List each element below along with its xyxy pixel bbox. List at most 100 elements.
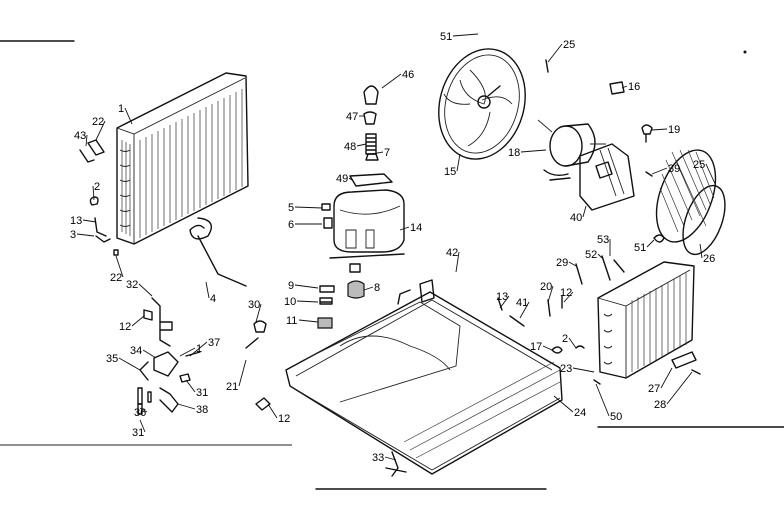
leader-line (238, 359, 247, 387)
leader-line (542, 345, 553, 351)
callout-number: 37 (208, 337, 220, 349)
callout-c27: 27 (648, 367, 673, 395)
callout-number: 46 (402, 69, 414, 81)
pan-hardware (245, 255, 701, 411)
callout-c37: 37 (189, 337, 220, 357)
callout-number: 8 (374, 282, 380, 294)
callout-number: 5 (288, 202, 294, 214)
leader-line (294, 284, 319, 289)
leader-line (621, 85, 628, 89)
callout-number: 35 (106, 353, 118, 365)
leader-line (185, 379, 196, 393)
callout-number: 25 (693, 159, 705, 171)
callout-c13a: 13 (70, 215, 97, 227)
leader-line (179, 347, 196, 357)
leader-line (267, 403, 278, 419)
blower-wheel (655, 149, 726, 256)
callout-number: 52 (585, 249, 597, 261)
callout-c21: 21 (226, 359, 247, 393)
evaporator-coil (597, 261, 695, 379)
callout-number: 18 (508, 147, 520, 159)
callout-number: 24 (574, 407, 586, 419)
leader-line (76, 233, 95, 237)
leader-line (547, 43, 563, 63)
callout-number: 42 (446, 247, 458, 259)
callout-number: 47 (346, 111, 358, 123)
leader-line (142, 349, 157, 359)
callout-number: 9 (288, 280, 294, 292)
callout-c31a: 31 (185, 379, 208, 399)
callout-number: 16 (628, 81, 640, 93)
callout-c50: 50 (595, 383, 622, 423)
callout-c40: 40 (570, 205, 587, 224)
callout-c10: 10 (284, 296, 319, 308)
compressor-and-mounts (317, 85, 405, 329)
callout-number: 38 (196, 404, 208, 416)
leader-line (298, 319, 319, 323)
callout-c49: 49 (336, 173, 353, 185)
leader-line (205, 281, 210, 299)
leader-line (348, 177, 353, 181)
leader-line (294, 206, 323, 209)
callout-c7: 7 (371, 147, 390, 159)
callout-number: 31 (132, 427, 144, 439)
leader-line (597, 253, 603, 259)
callout-c14: 14 (399, 222, 422, 234)
callout-number: 41 (516, 297, 528, 309)
leader-line (595, 383, 610, 417)
callout-c8: 8 (363, 282, 380, 294)
callout-c41: 41 (516, 297, 530, 319)
leader-line (705, 163, 717, 187)
callout-number: 2 (94, 181, 100, 193)
leader-line (95, 120, 106, 141)
leader-line (177, 403, 196, 410)
callout-c6: 6 (288, 219, 322, 231)
leader-line (92, 185, 95, 201)
callout-c34: 34 (130, 345, 157, 359)
callout-number: 50 (610, 411, 622, 423)
fan-motor-and-bracket (537, 59, 635, 211)
callout-c12b: 12 (560, 287, 574, 303)
callout-number: 36 (134, 407, 146, 419)
leader-line (138, 283, 153, 297)
leader-line (553, 395, 574, 413)
callout-number: 12 (119, 321, 131, 333)
callout-number: 15 (444, 166, 456, 178)
callout-number: 1 (118, 103, 124, 115)
callout-c12c: 12 (267, 403, 290, 425)
callout-c28: 28 (654, 371, 693, 411)
callout-c31b: 31 (132, 419, 146, 439)
leader-line (568, 337, 577, 349)
callout-c46: 46 (381, 69, 414, 89)
callout-number: 53 (597, 234, 609, 246)
leader-line (82, 219, 97, 223)
callout-number: 17 (530, 341, 542, 353)
callout-number: 49 (336, 173, 348, 185)
leader-line (568, 261, 577, 267)
callout-c39: 39 (651, 163, 680, 175)
leader-line (85, 134, 88, 147)
leader-line (189, 341, 208, 357)
leader-line (572, 367, 595, 373)
callout-number: 34 (130, 345, 142, 357)
leader-line (124, 107, 133, 125)
page-rules (0, 40, 784, 490)
callout-number: 6 (288, 219, 294, 231)
leader-line (660, 367, 673, 389)
callout-number: 22 (92, 116, 104, 128)
callout-number: 26 (703, 253, 715, 265)
leader-line (255, 303, 262, 323)
callout-number: 27 (648, 383, 660, 395)
callout-number: 33 (372, 452, 384, 464)
callout-c25b: 25 (693, 159, 717, 187)
callout-c3: 3 (70, 229, 95, 241)
callout-c13b: 13 (496, 291, 510, 309)
leader-line (131, 315, 145, 327)
leader-line (520, 149, 547, 153)
callout-number: 12 (560, 287, 572, 299)
leader-line (363, 286, 374, 291)
leader-line (356, 143, 367, 147)
leader-line (646, 239, 655, 248)
leader-line (384, 456, 397, 461)
